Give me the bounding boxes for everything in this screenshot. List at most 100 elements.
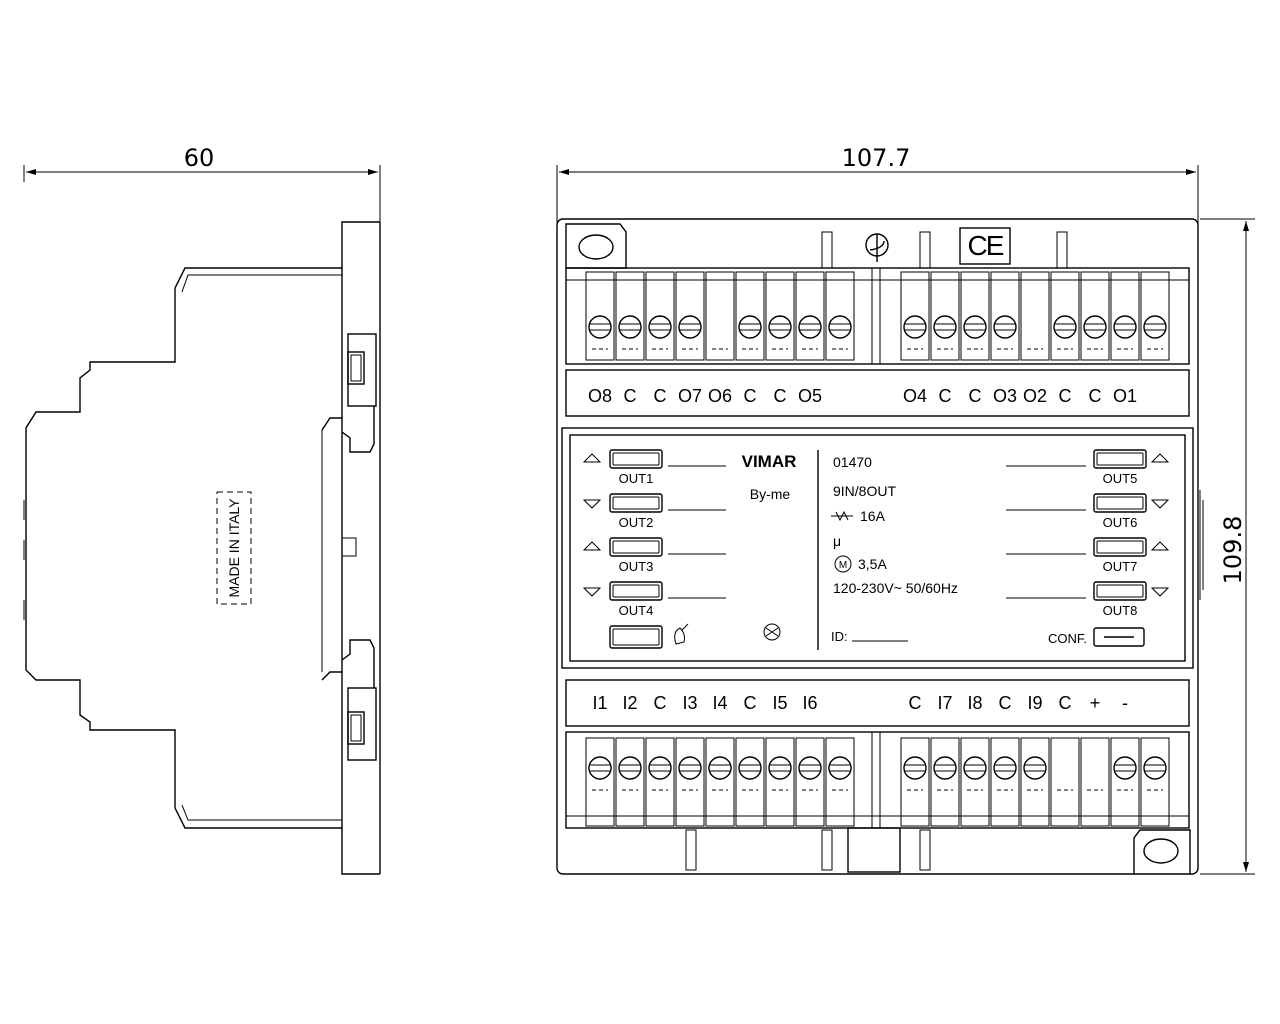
screw-terminal[interactable] xyxy=(1083,315,1107,339)
screw-terminal[interactable] xyxy=(993,315,1017,339)
top-terminal-label: C xyxy=(1059,386,1072,406)
top-terminal-label: O8 xyxy=(588,386,612,406)
output-label: OUT6 xyxy=(1103,515,1138,530)
dimension-front-height: 109.8 xyxy=(1200,218,1255,875)
terminal-cell xyxy=(900,737,930,827)
screw-terminal[interactable] xyxy=(738,756,762,780)
output-button[interactable] xyxy=(1093,581,1147,601)
arrow-up-icon xyxy=(582,453,602,463)
arrow-up-icon xyxy=(582,541,602,551)
screw-terminal[interactable] xyxy=(678,315,702,339)
bottom-terminal-label: C xyxy=(1059,693,1072,713)
screw-terminal[interactable] xyxy=(738,315,762,339)
screw-terminal[interactable] xyxy=(588,315,612,339)
series-label: By-me xyxy=(750,486,791,502)
bottom-terminal-label: C xyxy=(744,693,757,713)
terminal-cell xyxy=(705,271,735,361)
terminal-cell xyxy=(735,737,765,827)
output-button[interactable] xyxy=(609,493,663,513)
top-terminal-label: O1 xyxy=(1113,386,1137,406)
bottom-terminal-label: + xyxy=(1090,693,1101,713)
dimension-side-width: 60 xyxy=(23,144,381,222)
bottom-terminal-label: I9 xyxy=(1027,693,1042,713)
output-label: OUT5 xyxy=(1103,471,1138,486)
output-button[interactable] xyxy=(1093,493,1147,513)
bottom-terminal-label: I1 xyxy=(592,693,607,713)
terminal-cell xyxy=(960,737,990,827)
screw-terminal[interactable] xyxy=(768,315,792,339)
resistive-load-icon xyxy=(831,510,853,522)
output-button[interactable] xyxy=(609,537,663,557)
screw-terminal[interactable] xyxy=(1023,756,1047,780)
terminal-cell xyxy=(960,271,990,361)
screw-terminal[interactable] xyxy=(618,315,642,339)
bottom-terminal-label: I5 xyxy=(772,693,787,713)
output-out8: OUT8 xyxy=(1006,581,1170,618)
screw-terminal[interactable] xyxy=(993,756,1017,780)
screw-terminal[interactable] xyxy=(933,756,957,780)
output-label: OUT8 xyxy=(1103,603,1138,618)
screw-terminal[interactable] xyxy=(1113,756,1137,780)
bottom-terminal-label: C xyxy=(999,693,1012,713)
terminal-cell xyxy=(825,271,855,361)
terminal-cell xyxy=(585,737,615,827)
output-label: OUT4 xyxy=(619,603,654,618)
supply-rating: 120-230V~ 50/60Hz xyxy=(833,580,958,596)
top-terminal-label: O3 xyxy=(993,386,1017,406)
screw-terminal[interactable] xyxy=(963,315,987,339)
screw-terminal[interactable] xyxy=(798,756,822,780)
screw-terminal[interactable] xyxy=(933,315,957,339)
output-out6: OUT6 xyxy=(1006,493,1170,530)
screw-terminal[interactable] xyxy=(1113,315,1137,339)
terminal-cell xyxy=(1050,271,1080,361)
terminal-cell xyxy=(1140,737,1170,827)
side-width-label: 60 xyxy=(184,144,215,172)
bottom-terminal-label: I4 xyxy=(712,693,727,713)
screw-terminal[interactable] xyxy=(903,315,927,339)
screw-terminal[interactable] xyxy=(678,756,702,780)
output-button[interactable] xyxy=(1093,537,1147,557)
bottom-terminal-label: I7 xyxy=(937,693,952,713)
bottom-terminal-label: - xyxy=(1122,693,1128,713)
screw-terminal[interactable] xyxy=(828,756,852,780)
top-terminal-label: O6 xyxy=(708,386,732,406)
output-out1: OUT1 xyxy=(582,449,726,486)
ce-mark: CE xyxy=(968,230,1004,261)
top-terminal-label: C xyxy=(774,386,787,406)
screw-terminal[interactable] xyxy=(828,315,852,339)
output-out3: OUT3 xyxy=(582,537,726,574)
screw-terminal[interactable] xyxy=(1143,756,1167,780)
manual-button[interactable] xyxy=(609,625,663,649)
screw-terminal[interactable] xyxy=(648,315,672,339)
output-label: OUT3 xyxy=(619,559,654,574)
conf-button[interactable] xyxy=(1093,627,1145,647)
terminal-cell xyxy=(1110,737,1140,827)
top-terminal-label: C xyxy=(624,386,637,406)
made-in-italy-label: MADE IN ITALY xyxy=(226,498,242,598)
screw-terminal[interactable] xyxy=(1143,315,1167,339)
screw-terminal[interactable] xyxy=(708,756,732,780)
top-terminal-label: O4 xyxy=(903,386,927,406)
terminal-cell xyxy=(735,271,765,361)
output-out4: OUT4 xyxy=(582,581,726,618)
output-button[interactable] xyxy=(1093,449,1147,469)
terminal-cell xyxy=(645,271,675,361)
top-label-strip xyxy=(565,369,1190,417)
screw-terminal[interactable] xyxy=(798,315,822,339)
screw-terminal[interactable] xyxy=(588,756,612,780)
product-code: 01470 xyxy=(833,454,872,470)
output-button[interactable] xyxy=(609,581,663,601)
screw-terminal[interactable] xyxy=(1053,315,1077,339)
screw-terminal[interactable] xyxy=(963,756,987,780)
screw-terminal[interactable] xyxy=(648,756,672,780)
output-button[interactable] xyxy=(609,449,663,469)
screw-terminal[interactable] xyxy=(618,756,642,780)
ce-mark-box xyxy=(959,227,1011,265)
screw-terminal[interactable] xyxy=(903,756,927,780)
bottom-terminal-label: I8 xyxy=(967,693,982,713)
screw-terminal[interactable] xyxy=(768,756,792,780)
top-terminal-label: C xyxy=(969,386,982,406)
